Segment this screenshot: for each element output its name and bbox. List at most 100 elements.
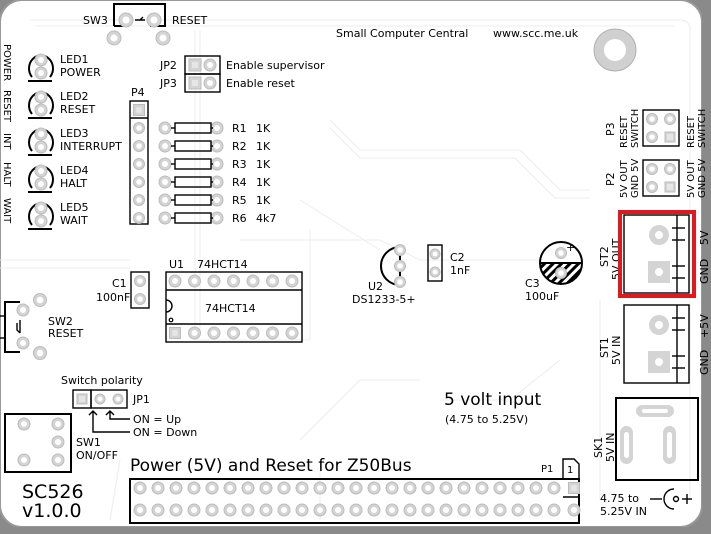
p1-ref: P1	[541, 464, 553, 475]
jp3-ref: JP3	[159, 77, 177, 90]
jp2-jumper[interactable]: JP2 Enable supervisor	[159, 55, 325, 75]
led-name: WAIT	[60, 214, 88, 227]
c2-value: 1nF	[450, 264, 470, 277]
c3-electrolytic: + C3 100uF	[525, 241, 583, 303]
st1-pin1: +5V	[698, 314, 711, 338]
c2-ref: C2	[450, 251, 465, 264]
st2-pin1: 5V	[698, 230, 711, 245]
sw2-name: RESET	[48, 327, 84, 340]
resistor-r5: R5 1K	[158, 193, 271, 207]
side-label-wait: WAIT	[1, 198, 12, 224]
jp2-desc: Enable supervisor	[226, 59, 325, 72]
p1-pin1-label: 1	[567, 465, 573, 476]
c2-capacitor: C2 1nF	[427, 244, 470, 282]
led-ref: LED1	[60, 53, 89, 66]
c1-ref: C1	[112, 277, 127, 290]
st1-pin2: GND	[698, 350, 711, 375]
resistor-value: 1K	[256, 140, 271, 153]
st2-terminal-5v-out[interactable]: ST2 5V OUT 5V GND	[598, 210, 711, 298]
u1-part: 74HCT14	[197, 258, 248, 271]
st2-pin2: GND	[698, 259, 711, 284]
bus-title: Power (5V) and Reset for Z50Bus	[130, 456, 412, 476]
resistor-r2: R2 1K	[158, 139, 271, 153]
dc-polarity-symbol	[650, 488, 692, 510]
resistor-value: 1K	[256, 158, 271, 171]
board-edge-bottom	[0, 527, 711, 534]
sk1-range1: 4.75 to	[600, 492, 639, 505]
c3-polarity: +	[566, 241, 575, 254]
sw3-ref: SW3	[83, 14, 108, 27]
led-group: LED1POWERLED2RESETLED3INTERRUPTLED4HALTL…	[28, 53, 122, 230]
led-ref: LED2	[60, 90, 89, 103]
st1-name: 5V IN	[610, 336, 623, 366]
sw1-ref: SW1	[76, 436, 101, 449]
power-title: 5 volt input	[444, 390, 542, 410]
u1-ref: U1	[169, 258, 184, 271]
side-label-reset: RESET	[1, 90, 12, 123]
maker-label: Small Computer Central	[336, 27, 468, 40]
side-labels: POWER RESET INT HALT WAIT	[1, 44, 12, 224]
resistor-value: 4k7	[256, 212, 276, 225]
jp1-opt-up: ON = Up	[133, 413, 181, 426]
p2-label1: 5V OUT	[619, 159, 630, 198]
led-ref: LED4	[60, 164, 89, 177]
c3-ref: C3	[525, 277, 540, 290]
p2-label2-right: GND 5V	[697, 159, 708, 198]
board-version: v1.0.0	[22, 500, 82, 522]
led-ref: LED3	[60, 127, 89, 140]
p3-label1-right: RESET	[686, 115, 697, 148]
sw2-ref: SW2	[48, 315, 73, 328]
sw3-name: RESET	[172, 14, 208, 27]
c1-value: 100nF	[96, 291, 130, 304]
resistor-r3: R3 1K	[158, 157, 271, 171]
sw1-name: ON/OFF	[76, 449, 118, 462]
power-range: (4.75 to 5.25V)	[445, 413, 528, 426]
resistor-ref: R5	[232, 194, 247, 207]
p3-header[interactable]: P3 RESET SWITCH RESET SWITCH	[604, 109, 708, 148]
p2-ref: P2	[604, 172, 617, 186]
c1-capacitor: C1 100nF	[96, 271, 150, 309]
st2-highlight	[618, 210, 696, 298]
sk1-dc-jack[interactable]: SK1 5V IN 4.75 to 5.25V IN	[592, 397, 699, 518]
resistor-value: 1K	[256, 194, 271, 207]
jp1-opt-down: ON = Down	[133, 426, 197, 439]
p2-header[interactable]: P2 5V OUT GND 5V 5V OUT GND 5V	[604, 159, 708, 198]
resistor-ref: R2	[232, 140, 247, 153]
jp1-ref: JP1	[132, 393, 150, 406]
resistor-value: 1K	[256, 176, 271, 189]
p1-z50bus-connector[interactable]: P1 1	[129, 458, 581, 524]
p4-header[interactable]: P4	[129, 86, 149, 225]
sw2-reset-switch[interactable]: SW2 RESET	[0, 293, 84, 360]
jp3-desc: Enable reset	[226, 77, 296, 90]
website-label: www.scc.me.uk	[493, 27, 579, 40]
st1-ref: ST1	[598, 337, 611, 358]
sk1-range2: 5.25V IN	[600, 505, 647, 518]
jp3-jumper[interactable]: JP3 Enable reset	[159, 73, 296, 93]
u2-supervisor: U2 DS1233-5+	[352, 244, 416, 306]
st1-terminal-5v-in[interactable]: ST1 5V IN +5V GND	[598, 304, 711, 384]
p2-label1-right: 5V OUT	[686, 159, 697, 198]
p2-label2: GND 5V	[630, 159, 641, 198]
sk1-name: 5V IN	[604, 433, 617, 463]
led-name: RESET	[60, 103, 96, 116]
resistor-ref: R3	[232, 158, 247, 171]
sw1-power-switch[interactable]: SW1 ON/OFF	[4, 413, 118, 473]
jp2-ref: JP2	[159, 59, 177, 72]
resistor-value: 1K	[256, 122, 271, 135]
side-label-power: POWER	[1, 44, 12, 81]
u1-ic: U1 74HCT14 74HCT14	[165, 258, 303, 343]
jp1-jumper[interactable]: Switch polarity JP1 ON = Up ON = Down	[61, 374, 197, 439]
sw3-reset-switch[interactable]: SW3 RESET	[83, 3, 208, 46]
u2-part: DS1233-5+	[352, 293, 416, 306]
board-edge-right	[702, 0, 711, 534]
copper-traces	[0, 19, 691, 521]
resistor-ref: R4	[232, 176, 247, 189]
jp1-title: Switch polarity	[61, 374, 143, 387]
